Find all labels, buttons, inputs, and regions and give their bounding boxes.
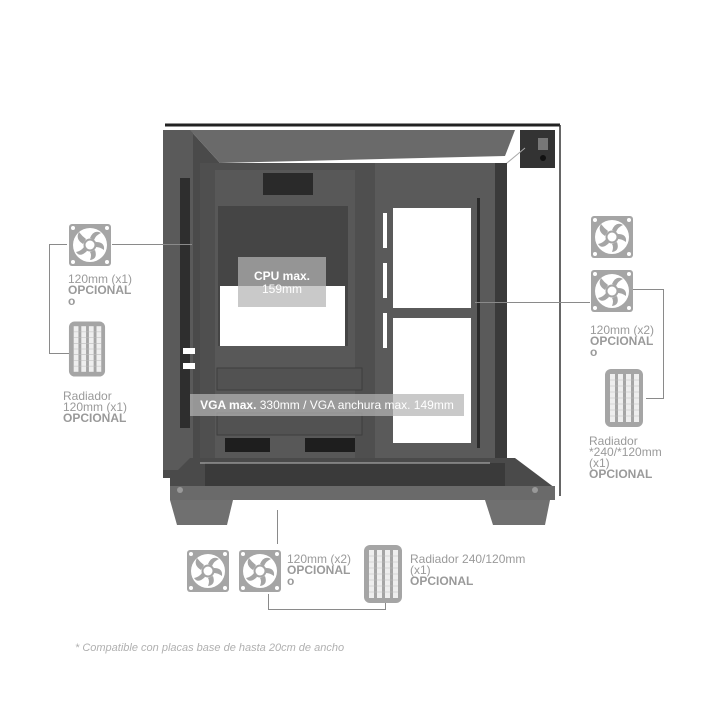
cpu-clearance-value: 159mm	[261, 282, 302, 296]
bottom-radiator-drop	[385, 603, 386, 610]
front-fan-connector	[475, 302, 590, 303]
front-radiator-icon	[604, 368, 644, 428]
front-radiator-line1: Radiador	[589, 434, 638, 448]
rear-fan-or: o	[68, 294, 76, 308]
bottom-fan-drop	[268, 594, 269, 610]
bottom-radiator-optional: OPCIONAL	[410, 574, 474, 588]
rear-bracket-bottom	[49, 353, 69, 354]
front-bracket-bottom	[646, 398, 664, 399]
cpu-clearance-overlay: CPU max. 159mm	[238, 257, 326, 307]
rear-fan-connector	[112, 244, 192, 245]
bottom-fan-icon-2	[238, 549, 282, 593]
front-fan-icon-1	[590, 215, 634, 259]
bottom-radiator-line1: Radiador 240/120mm	[410, 552, 526, 566]
front-fan-or: o	[590, 345, 598, 359]
front-fan-optional: OPCIONAL	[590, 334, 654, 348]
front-bracket-vertical	[663, 289, 664, 399]
bottom-radiator-line2: (x1)	[410, 563, 431, 577]
front-radiator-line2: *240/*120mm	[589, 445, 662, 459]
front-fan-icon-2	[590, 269, 634, 313]
front-radiator-line3: (x1)	[589, 456, 610, 470]
front-bracket-top	[632, 289, 664, 290]
front-radiator-optional: OPCIONAL	[589, 467, 653, 481]
rear-fan-icon	[68, 223, 112, 267]
bottom-radiator-label: Radiador 240/120mm (x1) OPCIONAL	[410, 552, 526, 588]
bottom-connector-vertical	[277, 510, 278, 544]
vga-clearance-text: 330mm / VGA anchura max. 149mm	[256, 398, 454, 412]
front-radiator-label: Radiador *240/*120mm (x1) OPCIONAL	[589, 434, 662, 481]
bottom-fan-optional: OPCIONAL	[287, 563, 351, 577]
rear-bracket-top	[49, 244, 67, 245]
rear-radiator-line2: 120mm (x1)	[63, 400, 128, 414]
compatibility-footnote: * Compatible con placas base de hasta 20…	[75, 642, 345, 654]
pc-case-illustration	[163, 123, 561, 525]
bottom-fan-or: o	[287, 574, 295, 588]
rear-radiator-optional: OPCIONAL	[63, 411, 127, 425]
front-fan-label: 120mm (x2) OPCIONAL o	[590, 323, 655, 359]
rear-fan-label: 120mm (x1) OPCIONAL o	[68, 272, 133, 308]
bottom-fan-size: 120mm (x2)	[287, 552, 352, 566]
bottom-fan-label: 120mm (x2) OPCIONAL o	[287, 552, 352, 588]
bottom-bracket-horizontal	[268, 609, 386, 610]
rear-fan-size: 120mm (x1)	[68, 272, 133, 286]
bottom-radiator-icon	[363, 544, 403, 604]
vga-clearance-overlay: VGA max. 330mm / VGA anchura max. 149mm	[190, 394, 464, 416]
rear-radiator-line1: Radiador	[63, 389, 112, 403]
rear-bracket-vertical	[49, 244, 50, 354]
rear-radiator-label: Radiador 120mm (x1) OPCIONAL	[63, 389, 128, 425]
rear-radiator-icon	[68, 320, 106, 378]
cpu-clearance-title: CPU max.	[253, 269, 311, 283]
vga-clearance-bold: VGA max.	[200, 398, 257, 412]
front-fan-size: 120mm (x2)	[590, 323, 655, 337]
rear-fan-optional: OPCIONAL	[68, 283, 132, 297]
bottom-fan-icon-1	[186, 549, 230, 593]
